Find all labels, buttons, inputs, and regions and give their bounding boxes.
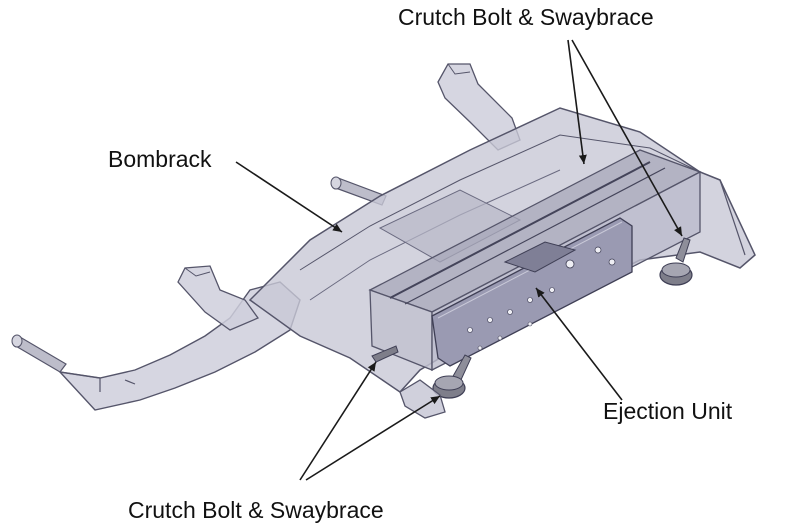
arrow-bombrack xyxy=(235,161,343,233)
left-swaybrace-foot xyxy=(432,354,472,399)
ejection-unit-shape xyxy=(431,217,633,367)
arrow-bottom-to-foot xyxy=(305,395,441,481)
lower-crutch-bolt xyxy=(371,345,399,363)
arrow-top-to-left-rail xyxy=(567,39,587,165)
leader-arrows xyxy=(235,39,683,481)
arrow-ejection-unit xyxy=(535,287,623,401)
arrow-bottom-to-bolt xyxy=(299,361,377,481)
front-bracket xyxy=(399,379,446,419)
right-swaybrace-foot xyxy=(659,237,693,286)
arrow-top-to-right-foot xyxy=(571,39,683,237)
left-tab xyxy=(177,265,260,331)
label-crutch-bolt-swaybrace-top: Crutch Bolt & Swaybrace xyxy=(398,4,654,30)
label-ejection-unit: Ejection Unit xyxy=(603,398,733,424)
left-pin xyxy=(11,334,67,373)
label-bombrack: Bombrack xyxy=(108,146,212,172)
label-crutch-bolt-swaybrace-bottom: Crutch Bolt & Swaybrace xyxy=(128,497,384,523)
